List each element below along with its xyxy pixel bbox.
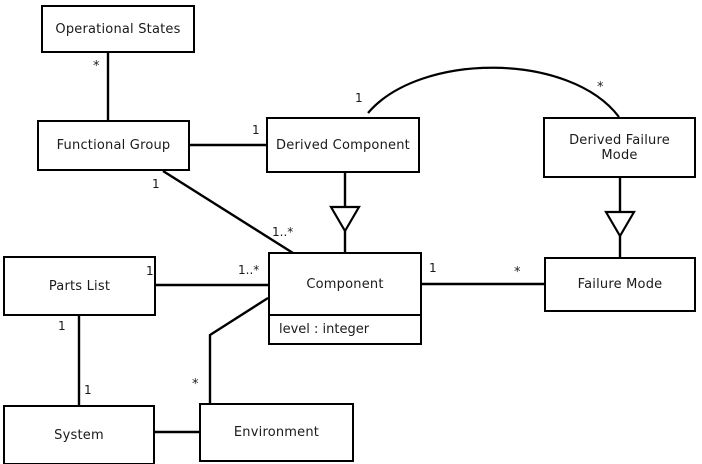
class-box-parts-list[interactable]: Parts List bbox=[3, 256, 156, 316]
class-name-derived-failure-mode: Derived Failure Mode bbox=[569, 132, 670, 163]
multiplicity-functional-group-derived-component: 1 bbox=[252, 123, 260, 137]
edge-functional-group-component bbox=[162, 169, 294, 255]
class-name-operational-states: Operational States bbox=[55, 21, 181, 37]
multiplicity-derived-failure-mode-arc-end: * bbox=[597, 80, 604, 95]
class-box-component[interactable]: Component level : integer bbox=[268, 252, 422, 345]
class-box-failure-mode[interactable]: Failure Mode bbox=[544, 257, 696, 312]
multiplicity-component-from-functional-group: 1..* bbox=[272, 225, 294, 239]
generalization-triangle-derived-component bbox=[329, 205, 361, 234]
multiplicity-parts-list-component-left: 1 bbox=[146, 264, 154, 278]
class-box-derived-component[interactable]: Derived Component bbox=[266, 117, 420, 173]
multiplicity-derived-component-arc-start: 1 bbox=[355, 91, 363, 105]
class-name-derived-component: Derived Component bbox=[276, 137, 410, 153]
multiplicity-component-failure-mode: 1 bbox=[429, 261, 437, 275]
class-box-environment[interactable]: Environment bbox=[199, 403, 354, 462]
class-attribute-component-level: level : integer bbox=[270, 314, 420, 343]
edge-derived-component-derived-failure-mode-arc bbox=[367, 66, 620, 118]
multiplicity-parts-list-system-top: 1 bbox=[58, 319, 66, 333]
multiplicity-parts-list-component-right: 1..* bbox=[238, 263, 260, 277]
multiplicity-functional-group-component: 1 bbox=[152, 177, 160, 191]
class-name-parts-list: Parts List bbox=[48, 278, 111, 294]
class-name-system: System bbox=[54, 427, 104, 443]
multiplicity-environment-component: * bbox=[192, 377, 199, 392]
class-box-operational-states[interactable]: Operational States bbox=[41, 5, 195, 53]
edge-environment-component bbox=[208, 296, 269, 403]
class-name-component: Component bbox=[306, 276, 384, 292]
multiplicity-system-from-parts-list: 1 bbox=[84, 383, 92, 397]
class-box-functional-group[interactable]: Functional Group bbox=[37, 120, 190, 171]
multiplicity-failure-mode-from-component: * bbox=[514, 265, 521, 280]
class-box-system[interactable]: System bbox=[3, 405, 155, 464]
multiplicity-operational-states-functional-group: * bbox=[93, 59, 100, 74]
class-name-functional-group: Functional Group bbox=[56, 138, 171, 153]
class-name-failure-mode: Failure Mode bbox=[577, 277, 663, 292]
generalization-triangle-derived-failure-mode bbox=[604, 210, 636, 239]
class-box-derived-failure-mode[interactable]: Derived Failure Mode bbox=[543, 117, 696, 178]
class-name-environment: Environment bbox=[233, 425, 320, 440]
